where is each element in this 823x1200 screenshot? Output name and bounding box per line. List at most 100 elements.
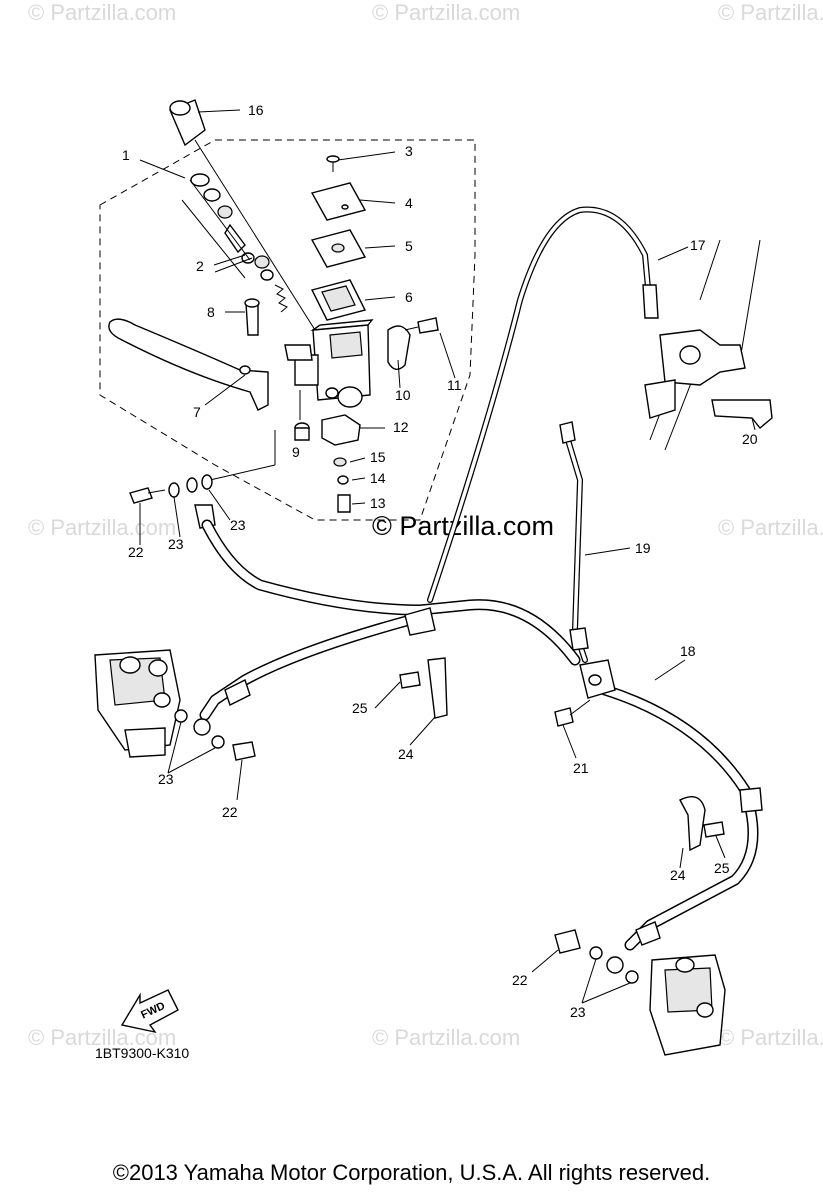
callout-23-left: 23 — [158, 771, 174, 787]
bracket-part-10 — [387, 325, 411, 370]
master-cylinder-body — [294, 319, 374, 408]
spring-part-14 — [337, 475, 349, 485]
plate-hole — [331, 243, 345, 253]
washer-part-15 — [333, 457, 347, 467]
banjo-fitting-right — [606, 956, 624, 974]
banjo-bolt-part-22-left — [232, 741, 256, 761]
callout-24-center: 24 — [398, 746, 414, 762]
watermark-mid-left: © Partzilla.com — [28, 515, 176, 540]
brake-hose-main — [201, 519, 581, 666]
callout-18: 18 — [680, 643, 696, 659]
callout-12: 12 — [393, 419, 409, 435]
three-way-joint — [579, 659, 616, 699]
banjo-bolt-part-22-right — [554, 929, 581, 954]
hose-holder-part-24-right — [679, 796, 706, 852]
pipe-fitting — [569, 627, 589, 651]
callout-23-upper-b: 23 — [230, 517, 246, 533]
callout-16: 16 — [248, 102, 264, 118]
banjo-fittings-right — [554, 929, 639, 984]
brake-lever-part-7 — [108, 318, 269, 411]
callout-17: 17 — [690, 237, 706, 253]
callout-25-center: 25 — [352, 700, 368, 716]
pivot-bolt-part-8 — [244, 298, 260, 336]
callout-22-upper: 22 — [128, 544, 144, 560]
fwd-arrow-icon: FWD — [120, 989, 179, 1034]
callout-25-right: 25 — [714, 860, 730, 876]
bolt-part-25-center — [399, 671, 421, 689]
callout-21: 21 — [573, 760, 589, 776]
bolt-part-21 — [554, 699, 591, 727]
callout-11: 11 — [447, 377, 462, 393]
watermark-top-center: © Partzilla.com — [372, 0, 520, 25]
figure-code: 1BT9300-K310 — [95, 1045, 189, 1061]
caliper-right — [649, 954, 726, 1056]
hose-joint — [404, 607, 436, 636]
boot-part-16 — [169, 99, 206, 147]
brake-pipe-19 — [562, 427, 588, 663]
cap-hole — [341, 204, 349, 210]
piston-kit-part-2 — [181, 173, 288, 313]
callout-14: 14 — [370, 470, 386, 486]
hose-fitting-right — [739, 787, 763, 813]
caliper-left — [94, 649, 181, 758]
washer-part-23 — [168, 482, 180, 498]
watermark-top-left: © Partzilla.com — [28, 0, 176, 25]
washer-part-23-left-b — [211, 735, 225, 749]
watermark-mid-right: © Partzilla.com — [718, 515, 823, 540]
washer-part-23-right-b — [625, 970, 639, 984]
caliper-mount-upper-right — [644, 239, 761, 451]
brake-switch-part-12 — [321, 414, 361, 446]
lever-pivot-hole — [239, 365, 251, 375]
callout-1: 1 — [122, 147, 130, 163]
nut-part-9 — [294, 422, 310, 441]
screw-part-13 — [337, 494, 351, 513]
callout-13: 13 — [370, 495, 386, 511]
callout-20: 20 — [742, 431, 758, 447]
callout-leaders — [139, 109, 756, 1004]
washer-part-23-right — [589, 946, 603, 960]
callout-23-right: 23 — [570, 1004, 586, 1020]
callout-4: 4 — [405, 195, 413, 211]
hose-holder-part-24-center — [427, 657, 448, 719]
callout-3: 3 — [405, 143, 413, 159]
callout-22-right: 22 — [512, 972, 528, 988]
banjo-fitting — [186, 477, 198, 493]
brake-hose-right-18 — [599, 684, 759, 951]
callout-6: 6 — [405, 289, 413, 305]
callout-15: 15 — [370, 449, 386, 465]
clip-part-20 — [711, 399, 773, 429]
callout-7: 7 — [193, 404, 201, 420]
diaphragm-center — [321, 285, 356, 312]
hose-fitting-left — [224, 679, 251, 706]
watermark-center: © Partzilla.com — [372, 511, 554, 541]
washer-part-23b — [201, 474, 213, 490]
watermark-bottom-center: © Partzilla.com — [372, 1025, 520, 1050]
screw-part-3 — [326, 155, 340, 172]
bolt-part-25-right — [703, 821, 725, 838]
master-cylinder-assembly — [108, 99, 439, 513]
callout-19: 19 — [635, 540, 651, 556]
copyright-footer: ©2013 Yamaha Motor Corporation, U.S.A. A… — [112, 1160, 711, 1185]
callout-5: 5 — [405, 238, 413, 254]
watermark-top-right: © Partzilla.com — [718, 0, 823, 25]
reservoir-cap-part-4 — [310, 182, 367, 221]
hose-fitting-lower-right — [635, 921, 661, 946]
washer-part-23-left — [174, 709, 188, 723]
hose-17-fitting — [642, 284, 659, 319]
callout-8: 8 — [207, 304, 215, 320]
pipe-end-fitting — [559, 421, 576, 444]
bolt-part-11 — [404, 317, 439, 334]
lever-pivot — [284, 344, 313, 361]
banjo-fittings-left — [174, 709, 256, 761]
banjo-bolt-part-22 — [129, 487, 153, 504]
callout-9: 9 — [292, 444, 300, 460]
callout-24-right: 24 — [670, 867, 686, 883]
watermark-bottom-right: © Partzilla.com — [718, 1025, 823, 1050]
callout-2: 2 — [196, 258, 204, 274]
callout-22-left: 22 — [222, 804, 238, 820]
callout-23-upper-a: 23 — [168, 536, 184, 552]
banjo-fitting-left — [193, 718, 211, 736]
brake-hose-17 — [427, 206, 653, 603]
callout-10: 10 — [395, 387, 411, 403]
